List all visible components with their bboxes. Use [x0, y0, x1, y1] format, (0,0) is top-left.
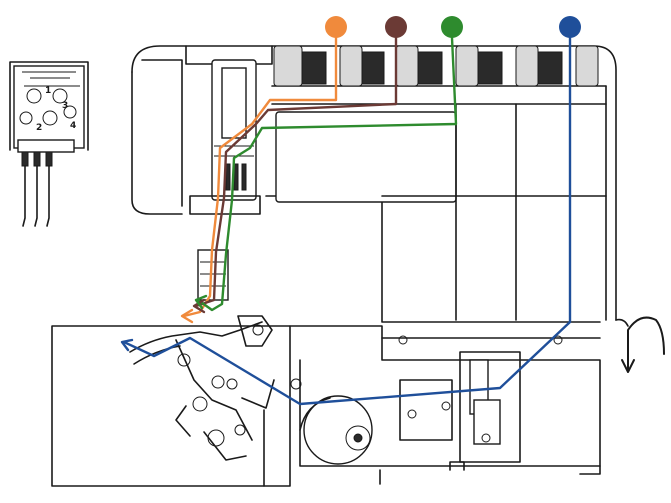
blue-thread-dot-icon: [559, 16, 581, 38]
brown-thread-dot-icon: [385, 16, 407, 38]
needle-label-3: 3: [62, 101, 68, 111]
tension-dials: [273, 45, 599, 87]
needle-icon: [21, 151, 29, 227]
needle-icon: [45, 151, 53, 227]
blue-thread-path: [122, 36, 572, 406]
brown-thread-path: [194, 36, 398, 308]
curved-arrow-icon: [615, 316, 665, 373]
thread-guide-mechanism: [189, 59, 261, 301]
needle-icon: [33, 151, 41, 227]
machine-body: [131, 45, 617, 323]
brown-thread-end-arrow: [192, 298, 206, 314]
looper-area: [51, 315, 601, 487]
needle-label-1: 1: [45, 86, 51, 96]
orange-thread-end-arrow: [180, 308, 194, 324]
green-thread-end-arrow: [194, 294, 208, 310]
orange-thread-dot-icon: [325, 16, 347, 38]
green-thread-path: [196, 36, 458, 312]
green-thread-dot-icon: [441, 16, 463, 38]
needle-label-4: 4: [70, 121, 76, 131]
needle-detail-icon: 1 2 3 4: [9, 61, 89, 227]
needle-label-2: 2: [36, 123, 42, 133]
blue-thread-end-arrow: [120, 338, 134, 352]
